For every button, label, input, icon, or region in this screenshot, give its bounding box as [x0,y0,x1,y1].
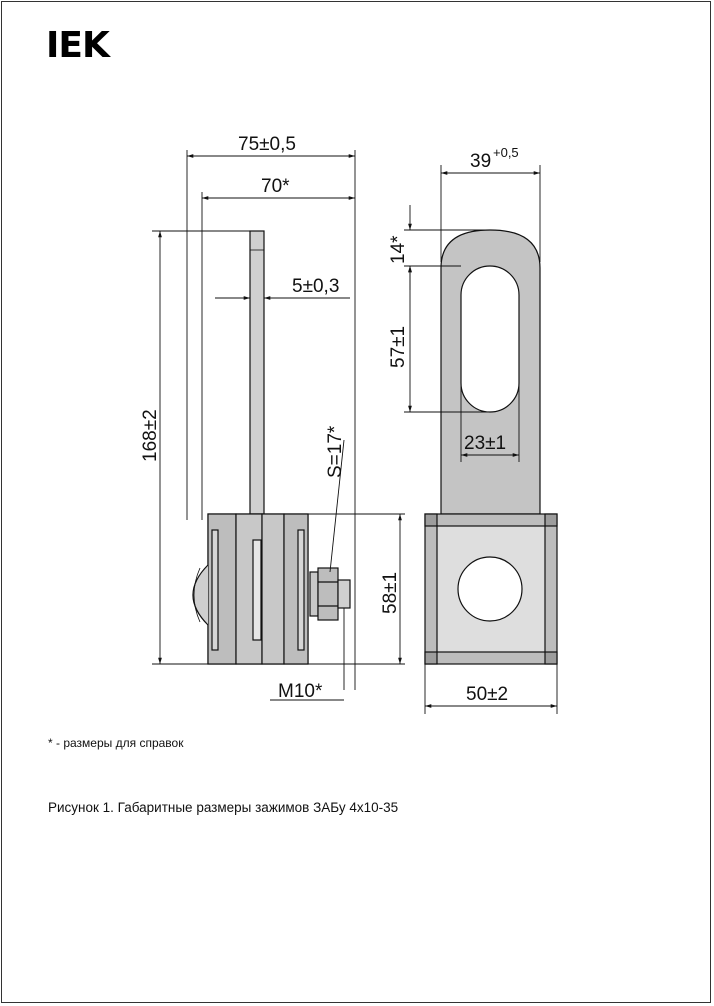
dim-top-offset: 14* [388,235,409,264]
slot [460,265,520,413]
dim-overall-width: 75±0,5 [238,134,296,155]
reference-note: * - размеры для справок [48,736,184,750]
rod [249,230,265,515]
iek-logo: IEK [46,25,110,66]
dim-top-width-tolerance: +0,5 [493,145,519,160]
side-view-dimensions [152,150,405,701]
front-view-dimensions [404,165,558,714]
dim-rod-thickness: 5±0,3 [292,276,339,297]
nut [317,567,339,621]
side-view [192,230,351,665]
dim-wrench-size: S=17* [325,425,346,478]
bolt [337,579,351,609]
front-view [424,229,558,665]
figure-caption: Рисунок 1. Габаритные размеры зажимов ЗА… [48,800,399,815]
dim-body-height: 58±1 [380,572,401,614]
dim-slot-length: 57±1 [388,326,409,368]
dim-bolt: M10* [278,681,323,702]
bolt-hole [457,556,523,622]
dim-total-height: 168±2 [140,409,161,462]
dim-top-width: 39 [470,151,491,172]
dim-rod-width: 70* [261,176,290,197]
dim-body-width: 50±2 [466,684,508,705]
dim-slot-width: 23±1 [464,433,506,454]
